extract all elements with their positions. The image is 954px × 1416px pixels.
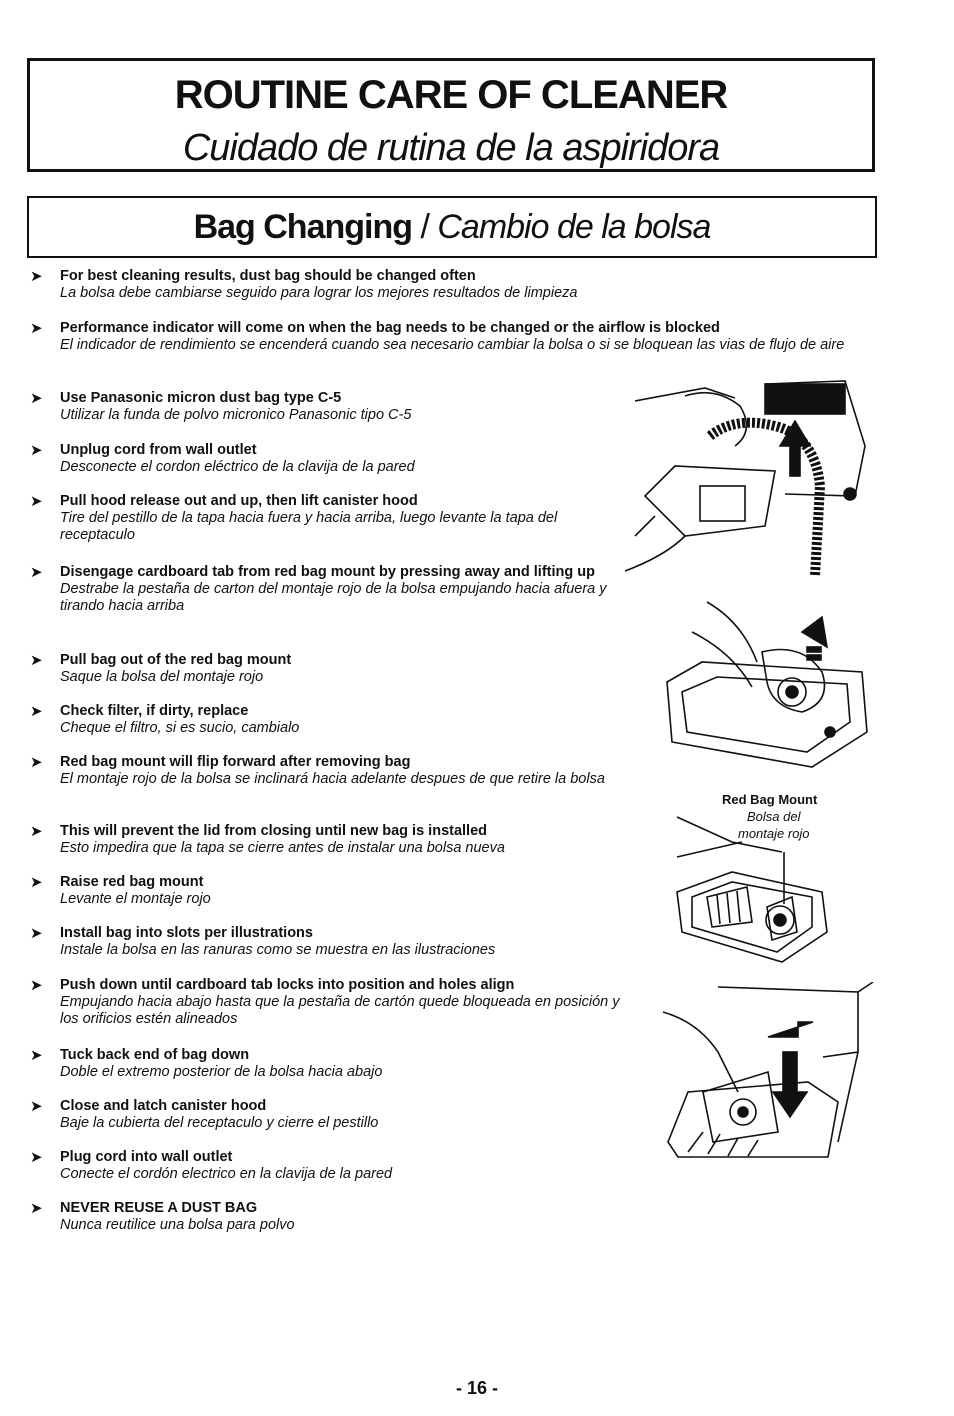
- step-text-en: NEVER REUSE A DUST BAG: [60, 1200, 258, 1216]
- step-text-es: Cheque el filtro, si es sucio, cambialo: [60, 720, 300, 736]
- bullet-arrow-icon: ➤: [30, 320, 43, 337]
- list-item: ➤ Install bag into slots per illustratio…: [30, 925, 620, 959]
- list-item: ➤ Check filter, if dirty, replace Cheque…: [30, 703, 610, 737]
- section-title-separator: /: [412, 208, 438, 246]
- bullet-arrow-icon: ➤: [30, 1098, 43, 1115]
- step-text-es: La bolsa debe cambiarse seguido para log…: [60, 285, 578, 301]
- bullet-arrow-icon: ➤: [30, 1200, 43, 1217]
- step-text-es: Destrabe la pestaña de carton del montaj…: [60, 581, 607, 614]
- list-item: ➤ For best cleaning results, dust bag sh…: [30, 268, 890, 302]
- step-text-es: Conecte el cordón electrico en la clavij…: [60, 1166, 393, 1182]
- step-text-es: Esto impedira que la tapa se cierre ante…: [60, 840, 505, 856]
- step-text-es: Desconecte el cordon eléctrico de la cla…: [60, 459, 415, 475]
- step-text-en: Tuck back end of bag down: [60, 1047, 250, 1063]
- step-text-en: For best cleaning results, dust bag shou…: [60, 268, 476, 284]
- step-text-en: Push down until cardboard tab locks into…: [60, 977, 515, 993]
- list-item: ➤ Push down until cardboard tab locks in…: [30, 977, 620, 1028]
- step-text-es: Levante el montaje rojo: [60, 891, 211, 907]
- figure-caption-es-line1: Bolsa del: [747, 809, 801, 824]
- step-text-en: Unplug cord from wall outlet: [60, 442, 257, 458]
- bullet-arrow-icon: ➤: [30, 925, 43, 942]
- step-text-es: Empujando hacia abajo hasta que la pesta…: [60, 994, 620, 1027]
- chapter-title-es: Cuidado de rutina de la aspiridora: [182, 127, 720, 169]
- red-bag-mount-illustration: [676, 816, 828, 963]
- list-item: ➤ Close and latch canister hood Baje la …: [30, 1098, 610, 1132]
- step-text-es: Utilizar la funda de polvo micronico Pan…: [60, 407, 412, 423]
- step-text-en: Check filter, if dirty, replace: [60, 703, 249, 719]
- figure-caption-en: Red Bag Mount: [722, 792, 818, 807]
- section-title-es: Cambio de la bolsa: [437, 208, 711, 246]
- step-text-en: Pull hood release out and up, then lift …: [60, 493, 418, 509]
- step-text-es: Doble el extremo posterior de la bolsa h…: [60, 1064, 383, 1080]
- list-item: ➤ Pull hood release out and up, then lif…: [30, 493, 610, 544]
- bag-install-illustration: [662, 982, 874, 1158]
- list-item: ➤ Performance indicator will come on whe…: [30, 320, 890, 354]
- bullet-arrow-icon: ➤: [30, 754, 43, 771]
- bullet-arrow-icon: ➤: [30, 390, 43, 407]
- page-number: - 16 -: [455, 1378, 498, 1398]
- step-text-es: El montaje rojo de la bolsa se inclinará…: [60, 771, 605, 787]
- step-text-en: Plug cord into wall outlet: [60, 1149, 233, 1165]
- step-text-en: This will prevent the lid from closing u…: [60, 823, 487, 839]
- step-text-en: Use Panasonic micron dust bag type C-5: [60, 390, 342, 406]
- step-text-es: Instale la bolsa en las ranuras como se …: [60, 942, 496, 958]
- bullet-arrow-icon: ➤: [30, 268, 43, 285]
- chapter-header: ROUTINE CARE OF CLEANER Cuidado de rutin…: [27, 58, 875, 172]
- list-item: ➤ Unplug cord from wall outlet Desconect…: [30, 442, 610, 476]
- list-item: ➤ Tuck back end of bag down Doble el ext…: [30, 1047, 610, 1081]
- step-text-en: Pull bag out of the red bag mount: [60, 652, 292, 668]
- list-item: ➤ Disengage cardboard tab from red bag m…: [30, 564, 610, 615]
- section-title: Bag Changing / Cambio de la bolsa: [29, 208, 875, 246]
- list-item: ➤ This will prevent the lid from closing…: [30, 823, 640, 857]
- step-text-en: Close and latch canister hood: [60, 1098, 267, 1114]
- step-text-es: Tire del pestillo de la tapa hacia fuera…: [60, 510, 558, 543]
- chapter-title-en: ROUTINE CARE OF CLEANER: [174, 73, 729, 117]
- list-item: ➤ NEVER REUSE A DUST BAG Nunca reutilice…: [30, 1200, 610, 1234]
- list-item: ➤ Use Panasonic micron dust bag type C-5…: [30, 390, 610, 424]
- bullet-arrow-icon: ➤: [30, 977, 43, 994]
- step-text-en: Install bag into slots per illustrations: [60, 925, 313, 941]
- step-text-es: Baje la cubierta del receptaculo y cierr…: [60, 1115, 379, 1131]
- step-text-en: Raise red bag mount: [60, 874, 204, 890]
- section-title-en: Bag Changing: [193, 208, 413, 246]
- step-text-en: Red bag mount will flip forward after re…: [60, 754, 411, 770]
- bullet-arrow-icon: ➤: [30, 652, 43, 669]
- bullet-arrow-icon: ➤: [30, 1047, 43, 1064]
- figure-caption-es-line2: montaje rojo: [738, 826, 810, 841]
- bullet-arrow-icon: ➤: [30, 874, 43, 891]
- bullet-arrow-icon: ➤: [30, 493, 43, 510]
- bag-removal-illustration: [666, 601, 868, 768]
- bullet-arrow-icon: ➤: [30, 442, 43, 459]
- list-item: ➤ Plug cord into wall outlet Conecte el …: [30, 1149, 610, 1183]
- step-text-es: Saque la bolsa del montaje rojo: [60, 669, 264, 685]
- step-text-en: Disengage cardboard tab from red bag mou…: [60, 564, 595, 580]
- list-item: ➤ Pull bag out of the red bag mount Saqu…: [30, 652, 610, 686]
- step-text-en: Performance indicator will come on when …: [60, 320, 720, 336]
- list-item: ➤ Red bag mount will flip forward after …: [30, 754, 640, 788]
- hood-lift-illustration: [624, 380, 866, 577]
- step-text-es: Nunca reutilice una bolsa para polvo: [60, 1217, 295, 1233]
- bullet-arrow-icon: ➤: [30, 564, 43, 581]
- list-item: ➤ Raise red bag mount Levante el montaje…: [30, 874, 610, 908]
- bullet-arrow-icon: ➤: [30, 703, 43, 720]
- bullet-arrow-icon: ➤: [30, 1149, 43, 1166]
- step-text-es: El indicador de rendimiento se encenderá…: [60, 337, 845, 353]
- bullet-arrow-icon: ➤: [30, 823, 43, 840]
- section-header: Bag Changing / Cambio de la bolsa: [27, 196, 877, 258]
